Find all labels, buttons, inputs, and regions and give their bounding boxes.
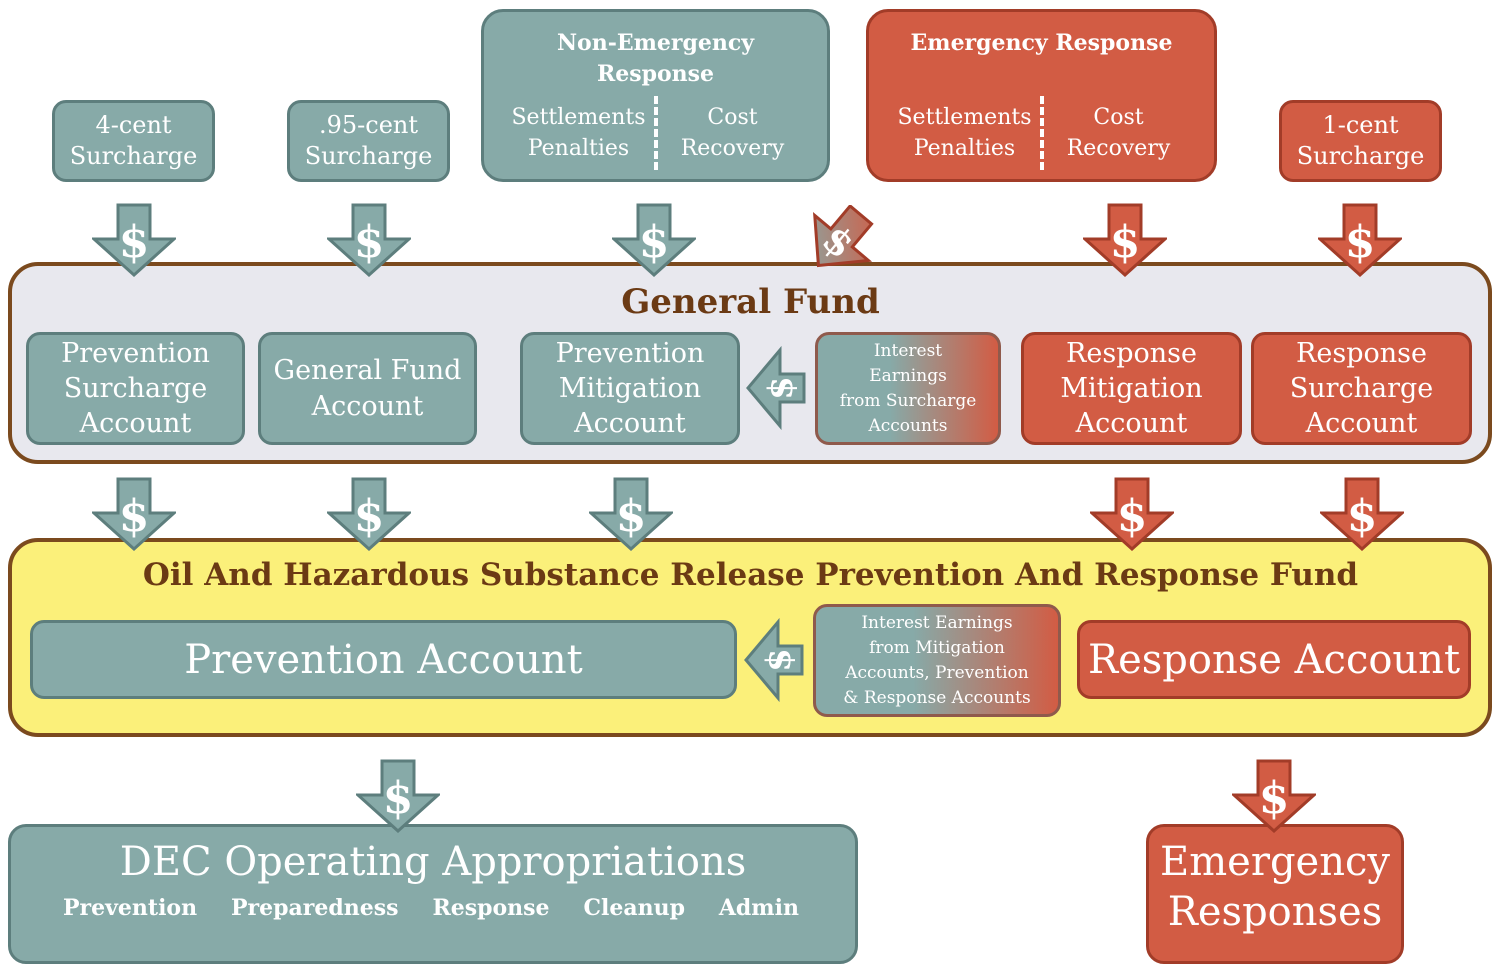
ninety-five-cent-sublabel: Surcharge bbox=[304, 142, 433, 170]
down-arrow-icon: $ bbox=[612, 203, 696, 277]
label-line: Account bbox=[574, 408, 686, 439]
label-line: from Surcharge bbox=[839, 390, 977, 411]
one-cent-surcharge-box: 1-cent Surcharge bbox=[1279, 100, 1442, 182]
label-line: Surcharge bbox=[63, 373, 208, 404]
label-line: Mitigation bbox=[558, 373, 702, 404]
dollar-icon: $ bbox=[1347, 491, 1378, 542]
down-arrow-icon: $ bbox=[1232, 759, 1316, 833]
emergency-responses-line1: Emergency bbox=[1160, 839, 1390, 885]
non-emergency-title-line1: Non-Emergency bbox=[556, 30, 755, 56]
emergency-cost: Cost bbox=[1093, 105, 1144, 130]
dollar-icon: $ bbox=[1110, 217, 1141, 268]
prevention-account: Prevention Account bbox=[30, 620, 737, 699]
dec-operating-appropriations-box: DEC Operating Appropriations Prevention … bbox=[8, 824, 858, 964]
emergency-responses-line2: Responses bbox=[1167, 889, 1383, 935]
general-fund-title: General Fund bbox=[621, 282, 880, 322]
general-fund-account: General Fund Account bbox=[258, 332, 477, 445]
label-line: Prevention bbox=[61, 338, 210, 369]
down-arrow-icon: $ bbox=[1320, 477, 1404, 551]
dec-title: DEC Operating Appropriations bbox=[119, 839, 747, 885]
down-arrow-icon: $ bbox=[327, 477, 411, 551]
ninety-five-cent-surcharge-box: .95-cent Surcharge bbox=[287, 100, 450, 182]
dashed-divider bbox=[1039, 96, 1044, 170]
dec-item-prevention: Prevention bbox=[63, 895, 198, 921]
label-line: Accounts, Prevention bbox=[845, 662, 1029, 683]
general-fund-region bbox=[8, 262, 1492, 464]
one-cent-label: 1-cent bbox=[1322, 111, 1399, 139]
response-surcharge-account: Response Surcharge Account bbox=[1251, 332, 1472, 445]
emergency-response-box: Emergency Response Settlements Penalties… bbox=[866, 9, 1217, 182]
label-line: Response bbox=[1066, 338, 1197, 369]
non-emergency-recovery: Recovery bbox=[680, 136, 785, 161]
non-emergency-penalties: Penalties bbox=[527, 136, 630, 161]
dollar-icon: $ bbox=[616, 491, 647, 542]
left-arrow-icon: $ bbox=[746, 346, 806, 430]
dec-item-admin: Admin bbox=[718, 895, 799, 921]
dollar-icon: $ bbox=[119, 217, 150, 268]
non-emergency-response-box: Non-Emergency Response Settlements Penal… bbox=[481, 9, 830, 182]
dollar-icon: $ bbox=[354, 217, 385, 268]
label-line: Accounts bbox=[868, 415, 948, 436]
dollar-icon: $ bbox=[639, 217, 670, 268]
down-arrow-icon: $ bbox=[589, 477, 673, 551]
non-emergency-title-line2: Response bbox=[596, 61, 715, 87]
prevention-account-label: Prevention Account bbox=[184, 636, 583, 683]
diagonal-arrow-icon: $ bbox=[813, 205, 874, 268]
dollar-icon: $ bbox=[759, 648, 799, 672]
four-cent-sublabel: Surcharge bbox=[69, 142, 198, 170]
prevention-mitigation-account: Prevention Mitigation Account bbox=[520, 332, 740, 445]
ohsrprf-title: Oil And Hazardous Substance Release Prev… bbox=[142, 557, 1359, 593]
ninety-five-cent-label: .95-cent bbox=[318, 111, 419, 139]
dec-item-cleanup: Cleanup bbox=[583, 895, 685, 921]
down-arrow-icon: $ bbox=[92, 477, 176, 551]
emergency-responses-box: Emergency Responses bbox=[1146, 824, 1404, 964]
dollar-icon: $ bbox=[119, 491, 150, 542]
down-arrow-icon: $ bbox=[1318, 203, 1402, 277]
emergency-response-title: Emergency Response bbox=[910, 30, 1173, 56]
non-emergency-cost: Cost bbox=[707, 105, 758, 130]
dec-item-response: Response bbox=[432, 895, 550, 921]
label-line: Interest Earnings bbox=[861, 612, 1013, 633]
dollar-icon: $ bbox=[1345, 217, 1376, 268]
label-line: Mitigation bbox=[1060, 373, 1203, 404]
prevention-surcharge-account: Prevention Surcharge Account bbox=[26, 332, 245, 445]
down-arrow-icon: $ bbox=[356, 759, 440, 833]
label-line: Earnings bbox=[869, 365, 947, 386]
emergency-penalties: Penalties bbox=[913, 136, 1016, 161]
interest-earnings-surcharge-box: Interest Earnings from Surcharge Account… bbox=[815, 332, 1001, 445]
dashed-divider bbox=[653, 96, 658, 170]
label-line: Account bbox=[1075, 408, 1188, 439]
response-mitigation-account: Response Mitigation Account bbox=[1021, 332, 1242, 445]
label-line: from Mitigation bbox=[869, 637, 1005, 658]
dollar-icon: $ bbox=[761, 376, 801, 400]
label-line: Account bbox=[1305, 408, 1418, 439]
down-arrow-icon: $ bbox=[92, 203, 176, 277]
label-line: & Response Accounts bbox=[843, 687, 1031, 708]
four-cent-label: 4-cent bbox=[95, 111, 172, 139]
dec-item-preparedness: Preparedness bbox=[231, 895, 399, 921]
label-line: Account bbox=[79, 408, 192, 439]
four-cent-surcharge-box: 4-cent Surcharge bbox=[52, 100, 215, 182]
response-account: Response Account bbox=[1077, 620, 1471, 699]
label-line: Prevention bbox=[555, 338, 705, 369]
down-arrow-icon: $ bbox=[327, 203, 411, 277]
label-line: Account bbox=[311, 390, 424, 422]
down-arrow-icon: $ bbox=[1090, 477, 1174, 551]
emergency-settlements: Settlements bbox=[897, 105, 1032, 130]
dollar-icon: $ bbox=[383, 773, 414, 824]
dollar-icon: $ bbox=[1259, 773, 1290, 824]
non-emergency-settlements: Settlements bbox=[511, 105, 646, 130]
dollar-icon: $ bbox=[1117, 491, 1148, 542]
label-line: Interest bbox=[873, 340, 943, 361]
label-line: Surcharge bbox=[1289, 373, 1434, 404]
label-line: General Fund bbox=[273, 354, 462, 386]
dollar-icon: $ bbox=[354, 491, 385, 542]
label-line: Response bbox=[1296, 338, 1427, 369]
interest-earnings-mitigation-box: Interest Earnings from Mitigation Accoun… bbox=[813, 604, 1061, 717]
down-arrow-icon: $ bbox=[1083, 203, 1167, 277]
left-arrow-icon: $ bbox=[744, 618, 804, 702]
response-account-label: Response Account bbox=[1087, 636, 1461, 683]
one-cent-sublabel: Surcharge bbox=[1296, 142, 1425, 170]
emergency-recovery: Recovery bbox=[1066, 136, 1171, 161]
